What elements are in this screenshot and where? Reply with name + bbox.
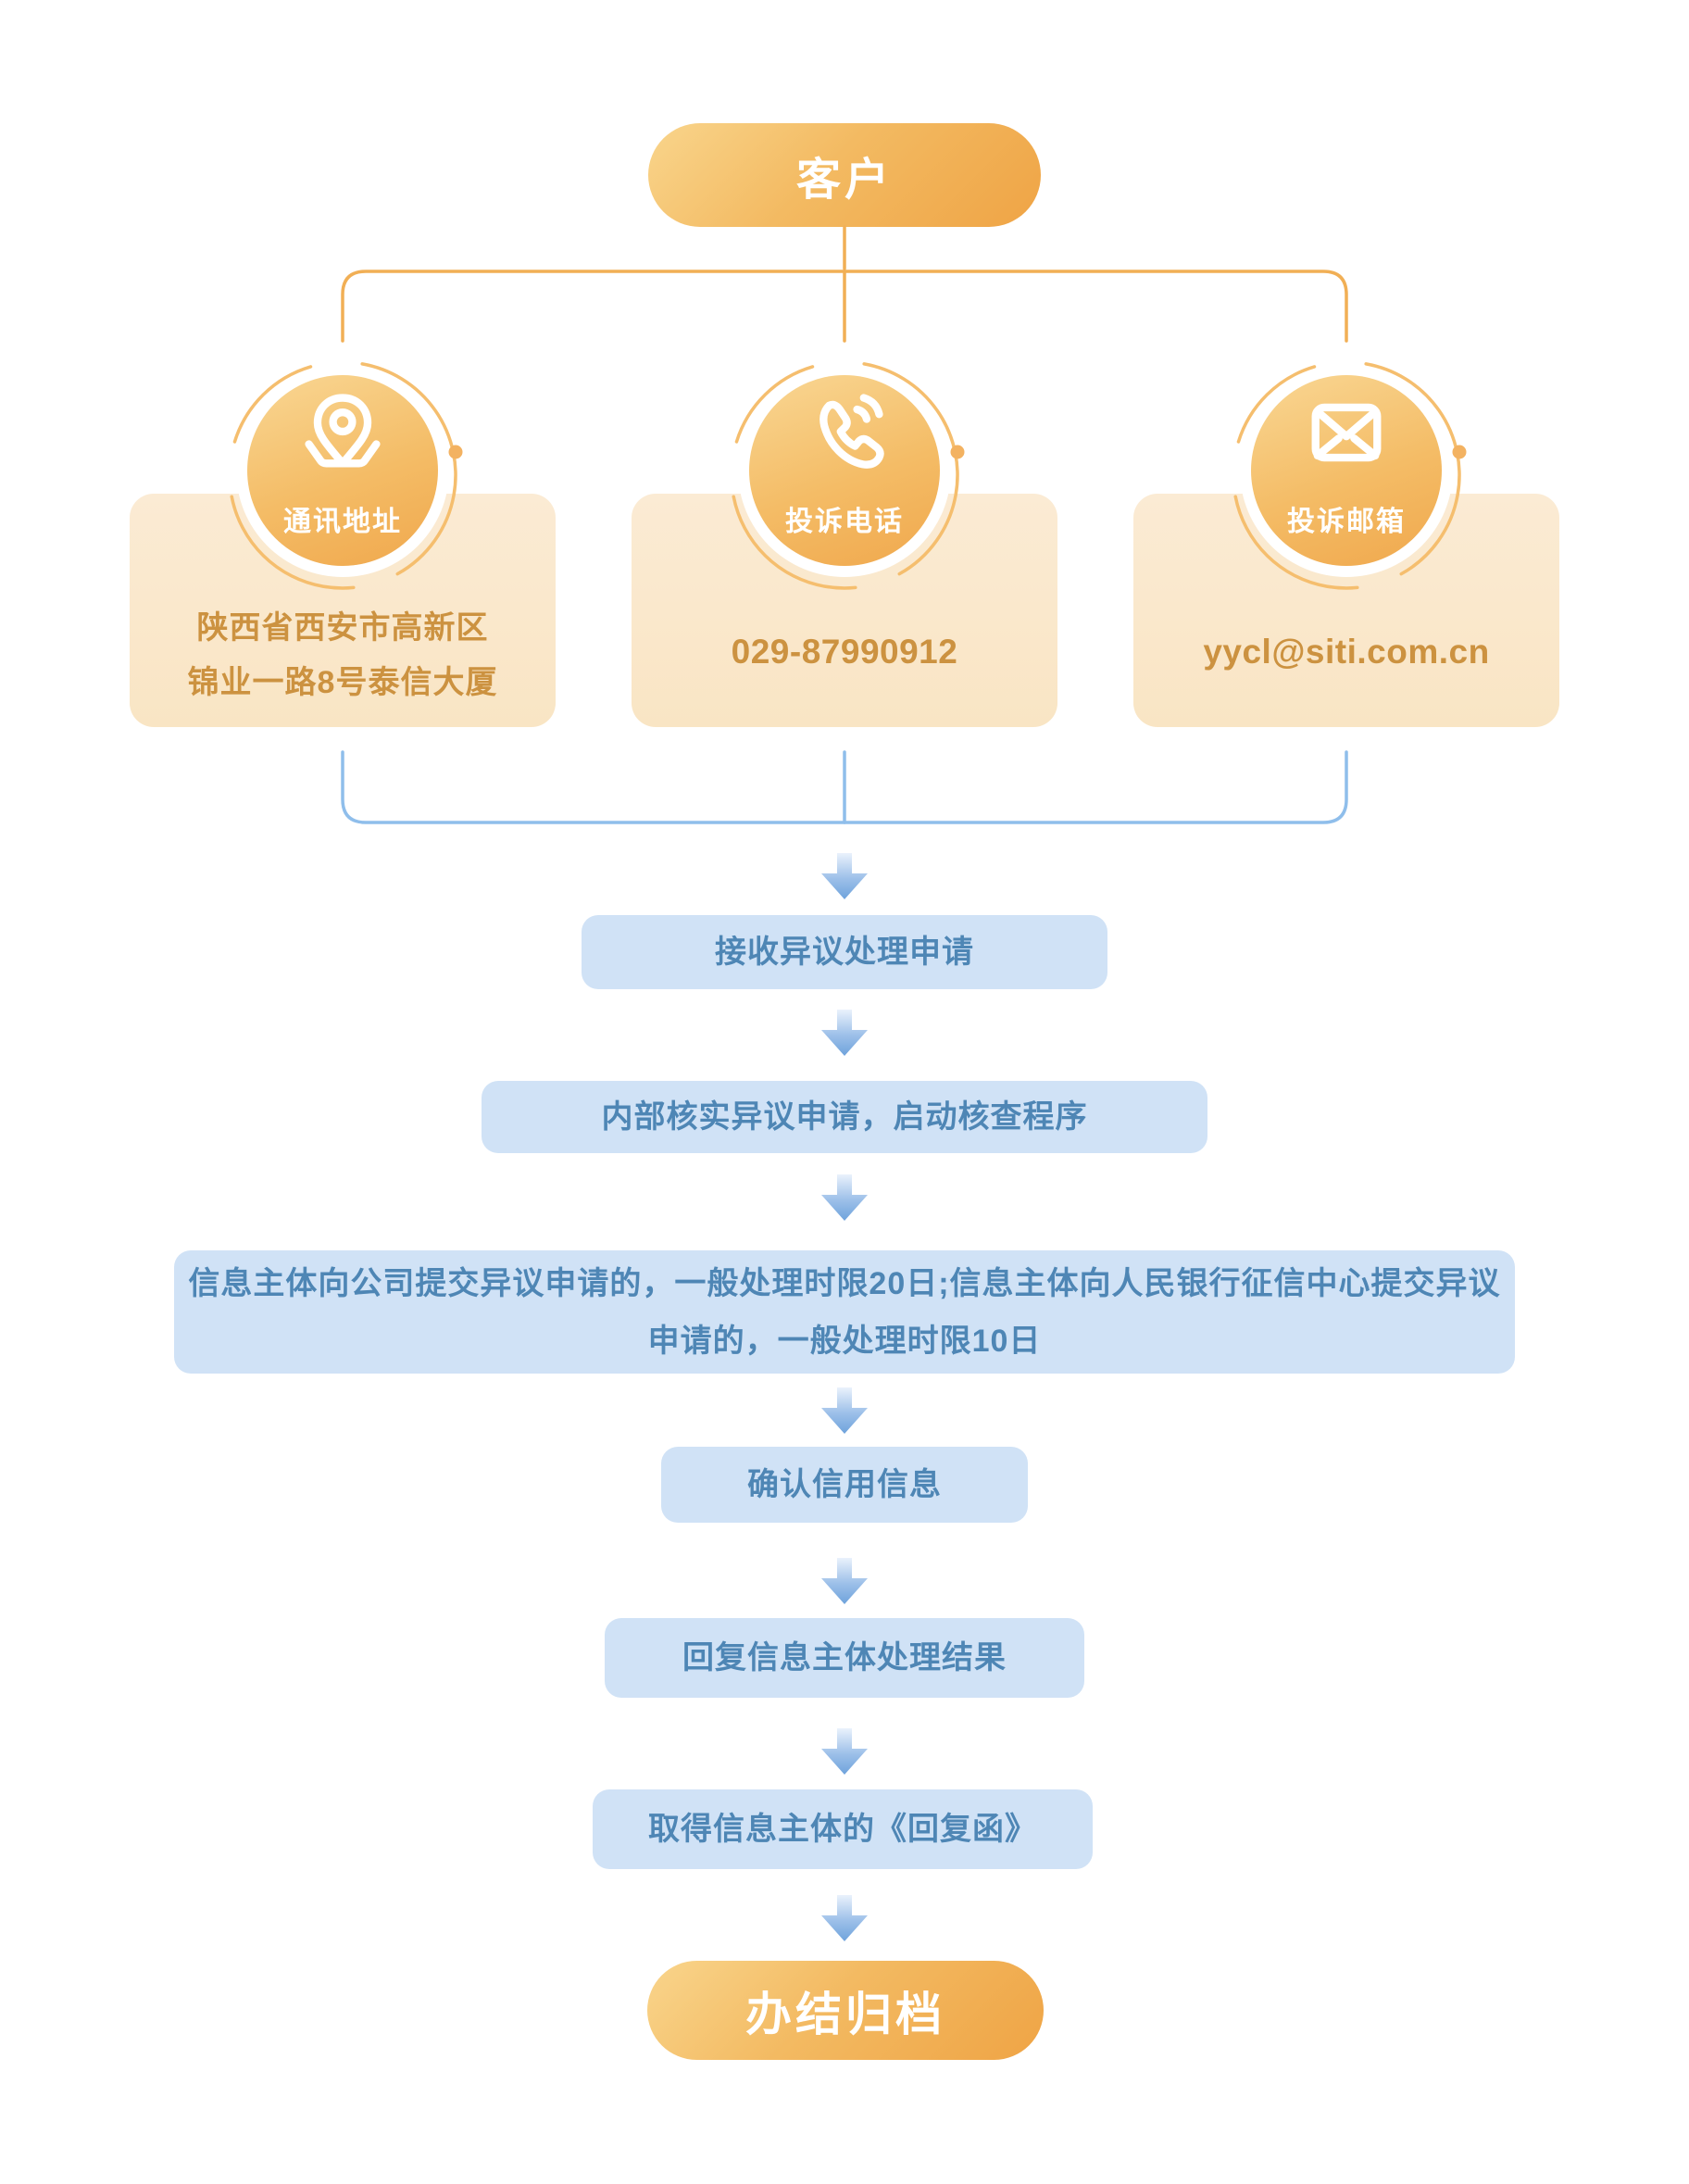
branch-connector (341, 225, 1348, 343)
decorative-ring (228, 360, 463, 590)
location-pin-icon (305, 394, 381, 468)
down-arrow-icon (821, 1010, 868, 1056)
down-arrow-icon (821, 1895, 868, 1941)
merge-connector (341, 750, 1348, 824)
decorative-ring (1232, 360, 1467, 590)
step-confirm-credit-info: 确认信用信息 (661, 1447, 1028, 1523)
down-arrow-icon (821, 853, 868, 899)
phone-number: 029-87990912 (731, 633, 958, 671)
start-node-label: 客户 (795, 156, 893, 205)
decorative-ring (730, 360, 965, 590)
channel-node-email: 投诉邮箱 yycl@siti.com.cn (1133, 355, 1559, 727)
email-address: yycl@siti.com.cn (1203, 633, 1490, 671)
step-reply-result: 回复信息主体处理结果 (605, 1618, 1084, 1698)
start-node-customer: 客户 (648, 123, 1041, 227)
down-arrow-icon (821, 1558, 868, 1604)
step-label: 取得信息主体的《回复函》 (648, 1812, 1037, 1847)
phone-circle (749, 375, 940, 566)
address-line-2: 锦业一路8号泰信大厦 (187, 665, 498, 700)
down-arrow-icon (821, 1387, 868, 1434)
step-label: 内部核实异议申请，启动核查程序 (601, 1099, 1088, 1135)
phone-value: 029-87990912 (641, 589, 1048, 715)
step-time-limit: 信息主体向公司提交异议申请的，一般处理时限20日;信息主体向人民银行征信中心提交… (174, 1250, 1515, 1374)
mail-icon (1311, 403, 1382, 462)
step-label-line-2: 申请的，一般处理时限10日 (647, 1323, 1042, 1359)
channel-title: 通讯地址 (283, 507, 402, 537)
step-label: 接收异议处理申请 (715, 935, 974, 970)
down-arrow-icon (821, 1728, 868, 1775)
step-receive-application: 接收异议处理申请 (582, 915, 1107, 989)
end-node-archive: 办结归档 (647, 1961, 1044, 2060)
channel-node-phone: 投诉电话 029-87990912 (632, 355, 1057, 727)
step-label-line-1: 信息主体向公司提交异议申请的，一般处理时限20日;信息主体向人民银行征信中心提交… (188, 1265, 1501, 1301)
email-value: yycl@siti.com.cn (1143, 589, 1550, 715)
end-node-label: 办结归档 (745, 1988, 945, 2040)
step-label: 确认信用信息 (747, 1467, 942, 1502)
channel-node-address: 通讯地址 陕西省西安市高新区 锦业一路8号泰信大厦 (130, 355, 556, 727)
step-label: 回复信息主体处理结果 (682, 1640, 1007, 1676)
address-circle (247, 375, 438, 566)
address-line-1: 陕西省西安市高新区 (196, 610, 489, 646)
channel-title: 投诉邮箱 (1287, 507, 1406, 537)
channel-title: 投诉电话 (785, 507, 904, 537)
address-value: 陕西省西安市高新区 锦业一路8号泰信大厦 (139, 589, 546, 715)
phone-icon (819, 394, 884, 469)
step-obtain-reply-letter: 取得信息主体的《回复函》 (593, 1789, 1093, 1869)
step-internal-verify: 内部核实异议申请，启动核查程序 (482, 1081, 1207, 1153)
down-arrow-icon (821, 1174, 868, 1221)
